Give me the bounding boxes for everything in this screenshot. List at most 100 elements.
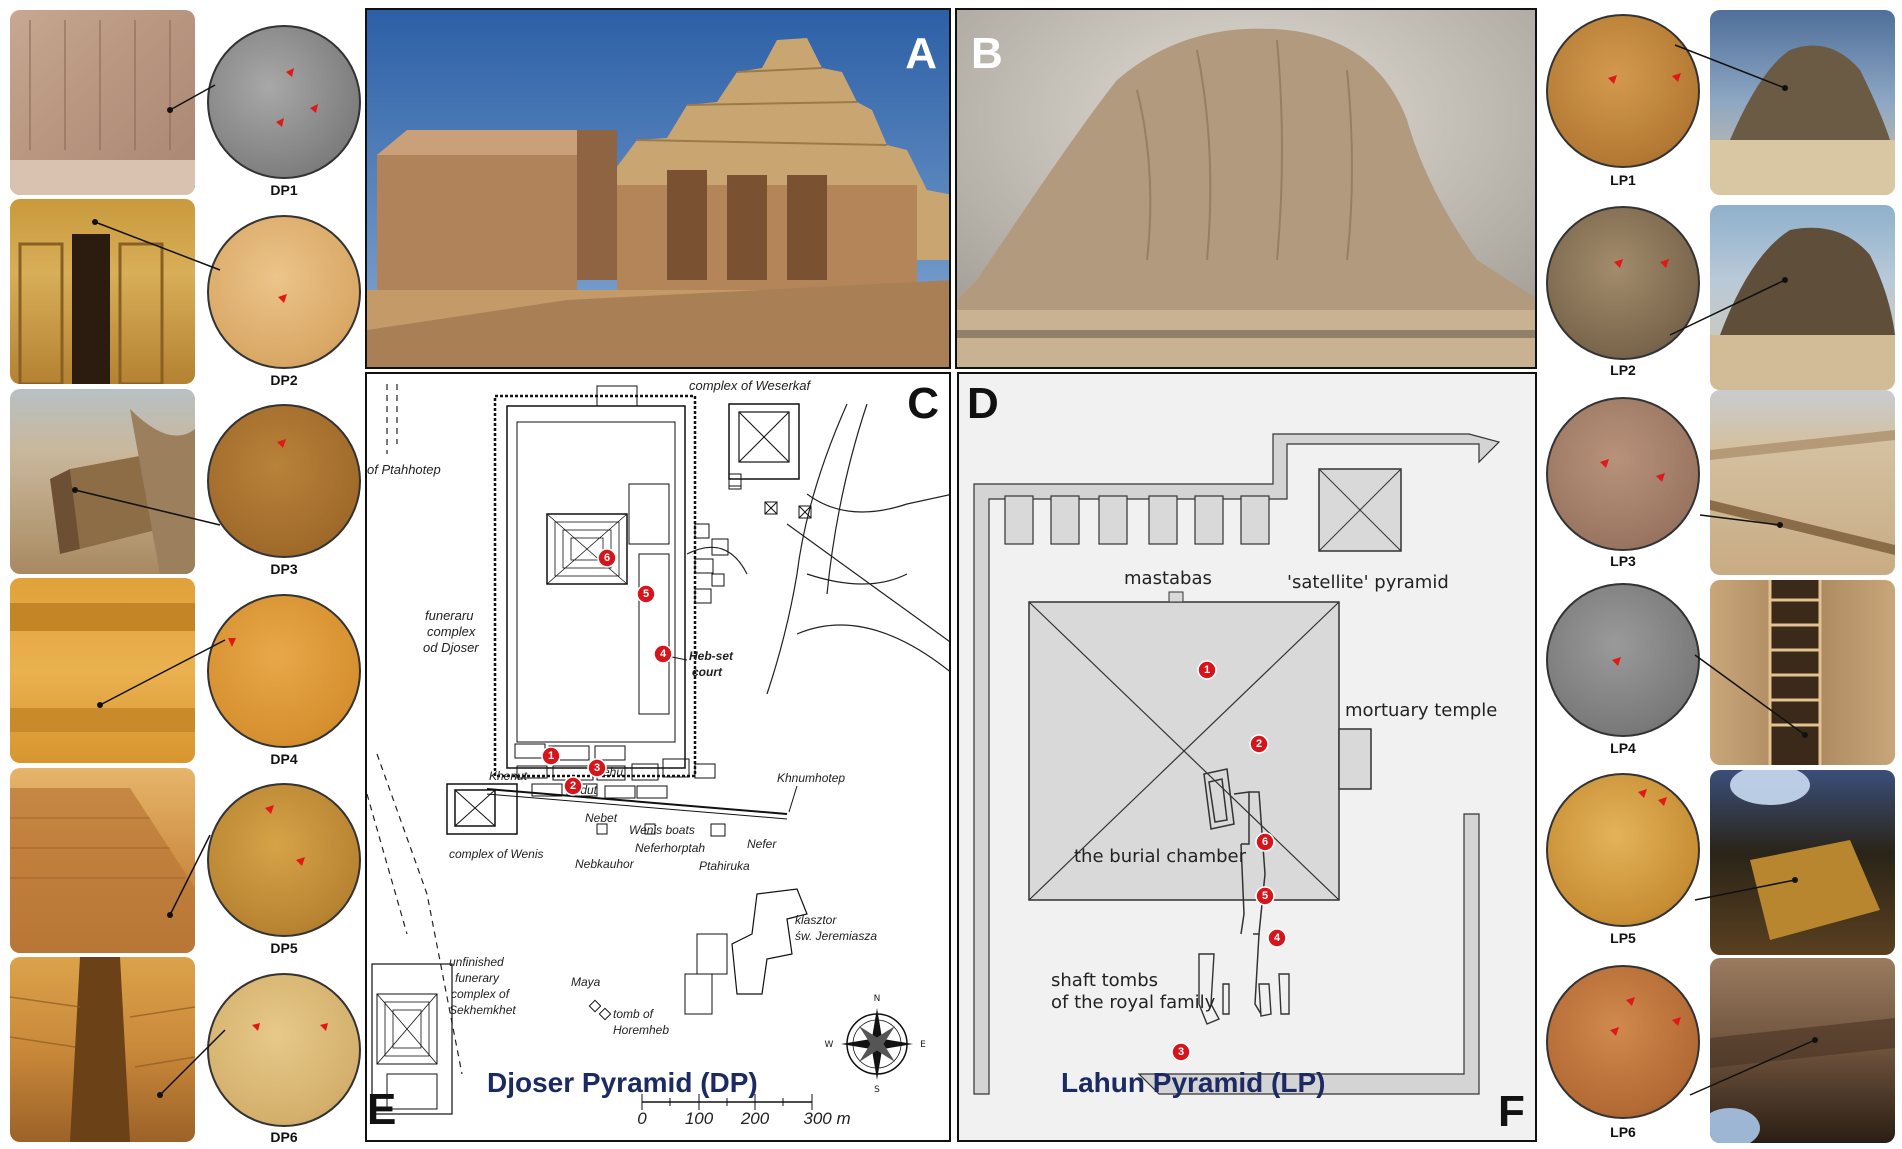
marker-3: 3 [587,758,607,778]
lp6-closeup [1546,965,1700,1119]
panel-letter-c: C [907,379,939,428]
dp1-label: DP1 [270,182,298,198]
svg-text:2: 2 [1256,738,1262,750]
lp2-label: LP2 [1610,362,1636,378]
svg-text:6: 6 [604,552,610,564]
label-nebkauhor: Nebkauhor [575,857,635,871]
wall-relief-image [10,603,195,732]
marker-1: 1 [541,746,561,766]
label-horemheb-1: tomb of [613,1007,655,1021]
panel-letter-f: F [1498,1087,1525,1136]
cave-interior-image [1730,770,1880,940]
lp1-closeup [1546,14,1700,168]
label-maya: Maya [571,975,601,989]
marker-5: 5 [636,584,656,604]
pyramid-close-image [1710,227,1895,390]
svg-text:5: 5 [643,588,649,600]
marker-6: 6 [597,548,617,568]
label-klasztor-2: św. Jeremiasza [795,929,877,943]
lp5-photo [1710,770,1895,955]
lp-marker-5: 5 [1255,886,1275,906]
label-burial: the burial chamber [1074,846,1247,867]
svg-text:4: 4 [1274,932,1281,944]
compass-rose [841,1008,913,1080]
lahun-complex-map: mastabas 'satellite' pyramid mortuary te… [973,433,1501,1098]
lp4-closeup [1546,583,1700,737]
pyramid-step-image [10,788,195,953]
dp5-photo [10,768,195,953]
panel-a-photo: A [365,8,951,369]
label-complex: complex [427,624,476,639]
lp6-label: LP6 [1610,1124,1636,1140]
label-funeraru: funeraru [425,608,473,623]
lp3-photo [1710,390,1895,575]
label-mortuary: mortuary temple [1345,700,1497,721]
label-hebset-2: court [692,665,723,679]
lp4-label: LP4 [1610,740,1636,756]
dp4-closeup [207,594,361,748]
label-shaft-1: shaft tombs [1051,970,1158,991]
lp-marker-1: 1 [1197,660,1217,680]
label-khnumhotep: Khnumhotep [777,771,845,785]
panel-b-photo: B [955,8,1537,369]
panel-c-map: N S E W complex of Weserkaf of Ptahhotep… [365,372,951,1142]
label-od-djoser: od Djoser [423,640,479,655]
panel-letter-a: A [905,29,937,78]
svg-text:3: 3 [1178,1046,1184,1058]
label-unfinished-1: unfinished [449,955,504,969]
right-red-pointer-arrows [1600,73,1681,1036]
label-unfinished-3: complex of [451,987,511,1001]
svg-text:1: 1 [548,750,554,762]
hieroglyph-wall-image [10,20,195,195]
dp1-closeup [207,25,361,179]
dp2-closeup [207,215,361,369]
trench-image [1710,430,1895,555]
left-connectors [72,68,328,1098]
lp2-photo [1710,205,1895,390]
corridor-image [10,957,195,1142]
lp2-closeup [1546,206,1700,360]
scale-200: 200 [740,1109,770,1128]
red-pointer-arrows [228,68,328,1031]
right-connectors [1600,44,1818,1096]
panel-letter-d: D [967,379,999,428]
dp2-photo [10,199,195,384]
label-nebet: Nebet [585,811,618,825]
ladder-shaft-image [1768,580,1822,765]
lp5-closeup [1546,773,1700,927]
compass-n: N [874,994,881,1004]
pyramid-distant-image [1710,45,1895,195]
label-wenis-boats: Wenis boats [629,823,695,837]
scale-300: 300 m [803,1109,850,1128]
label-neferhorptah: Neferhorptah [635,841,705,855]
dp5-label: DP5 [270,940,298,956]
lp1-label: LP1 [1610,172,1636,188]
svg-text:6: 6 [1262,836,1268,848]
djoser-title: Djoser Pyramid (DP) [487,1067,758,1098]
svg-text:1: 1 [1204,664,1210,676]
dp4-label: DP4 [270,751,298,767]
lp3-label: LP3 [1610,553,1636,569]
label-unfinished-2: funerary [455,971,500,985]
lp6-photo [1710,958,1895,1143]
svg-text:4: 4 [660,648,667,660]
dp6-photo [10,957,195,1142]
lp-marker-6: 6 [1255,832,1275,852]
label-nefer: Nefer [747,837,777,851]
dp3-closeup [207,404,361,558]
scale-100: 100 [685,1109,714,1128]
djoser-complex-map: N S E W complex of Weserkaf of Ptahhotep… [367,378,949,1128]
dp5-closeup [207,783,361,937]
lp-marker-2: 2 [1249,734,1269,754]
panel-letter-b: B [971,29,1003,78]
svg-text:3: 3 [594,762,600,774]
label-klasztor-1: klasztor [795,913,837,927]
label-mastabas: mastabas [1124,568,1212,589]
djoser-step-pyramid-image [367,10,949,367]
svg-text:5: 5 [1262,890,1268,902]
marker-2: 2 [563,776,583,796]
lp5-label: LP5 [1610,930,1636,946]
panel-letter-e: E [367,1085,397,1134]
label-horemheb-2: Horemheb [613,1023,669,1037]
compass-e: E [920,1040,926,1050]
